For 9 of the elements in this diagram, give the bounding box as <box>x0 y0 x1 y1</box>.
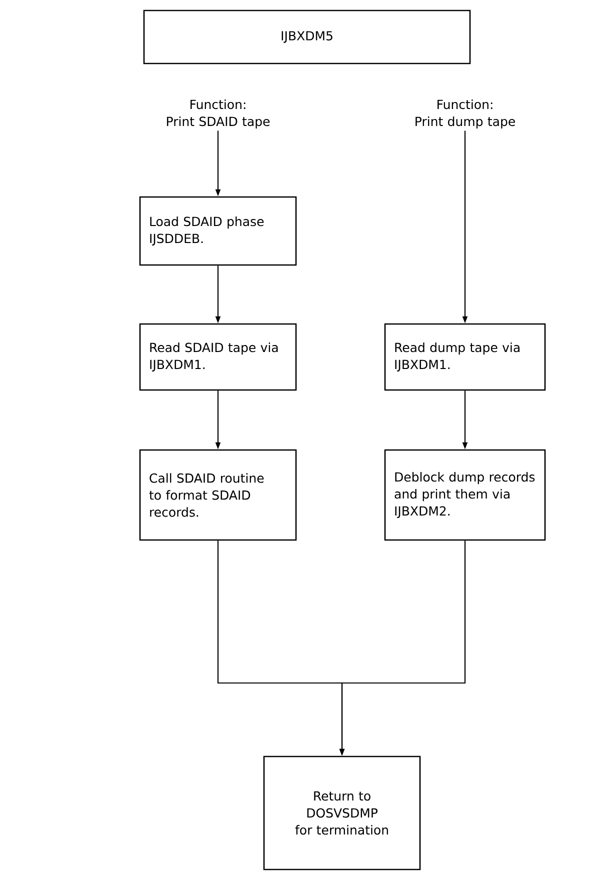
process-box: Load SDAID phase IJSDDEB. <box>139 196 297 266</box>
process-box: Read dump tape via IJBXDM1. <box>384 323 546 391</box>
process-box: IJBXDM5 <box>143 10 471 64</box>
function-label: Function: Print SDAID tape <box>166 99 270 129</box>
process-box: Deblock dump records and print them via IJBXDM2. <box>384 449 546 541</box>
process-box: Read SDAID tape via IJBXDM1. <box>139 323 297 391</box>
function-label: Function: Print dump tape <box>416 99 515 129</box>
process-box: Return to DOSVSDMP for termination <box>263 756 421 870</box>
process-box: Call SDAID routine to format SDAID records. <box>139 449 297 541</box>
